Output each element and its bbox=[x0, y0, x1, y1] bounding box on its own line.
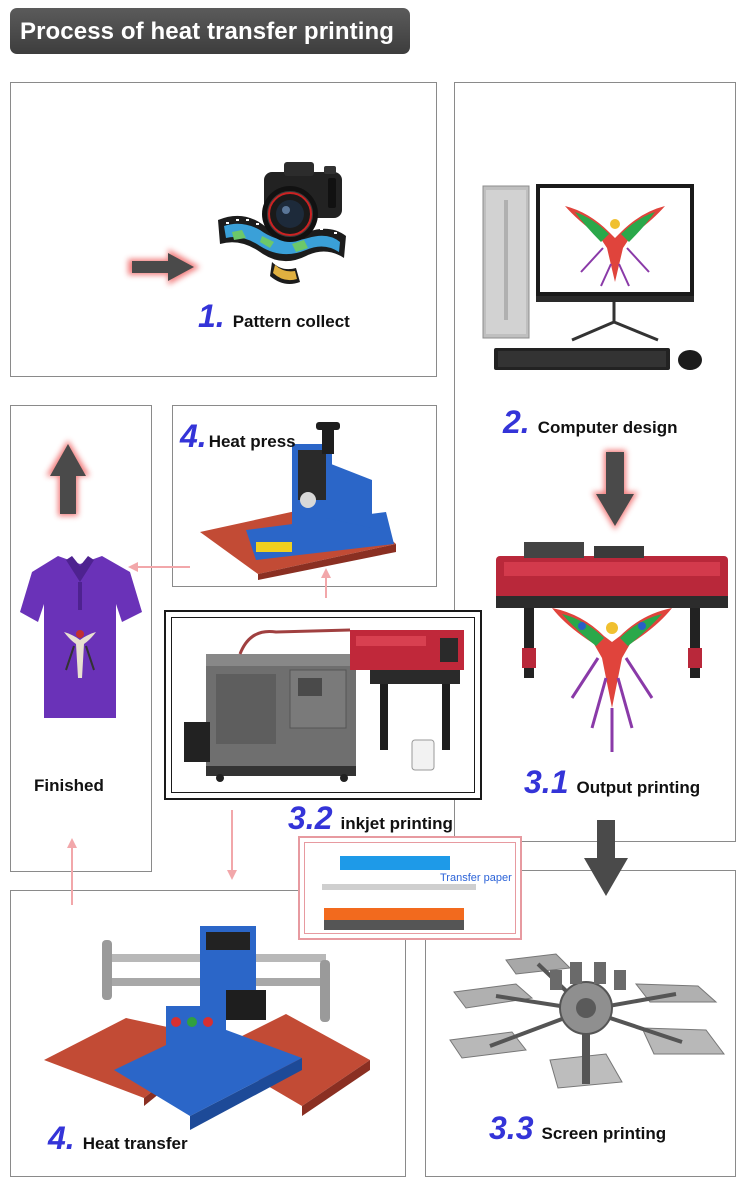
step-number: 3.2 bbox=[288, 800, 333, 836]
step-output-printing: 3.1 Output printing bbox=[524, 764, 700, 801]
heat-press-icon bbox=[200, 422, 396, 580]
red-arrow-down-icon bbox=[592, 450, 638, 530]
step-label: Screen printing bbox=[541, 1124, 667, 1143]
camera-icon bbox=[262, 162, 342, 242]
step-pattern-collect: 1. Pattern collect bbox=[198, 298, 350, 335]
step-label: Heat transfer bbox=[82, 1134, 188, 1153]
step-number: 3.1 bbox=[524, 764, 569, 800]
large-format-printer-icon bbox=[496, 542, 728, 752]
step-number: 4. bbox=[48, 1120, 75, 1156]
step-number: 4. bbox=[180, 418, 207, 454]
step-finished: Finished bbox=[34, 776, 104, 795]
step-number: 3.3 bbox=[489, 1110, 534, 1146]
step-computer-design: 2. Computer design bbox=[503, 404, 677, 441]
step-label: inkjet printing bbox=[340, 814, 453, 833]
red-arrow-up-icon bbox=[46, 440, 90, 516]
polo-shirt-icon bbox=[20, 556, 142, 718]
dark-arrow-down-icon bbox=[584, 820, 628, 896]
step-inkjet-printing: 3.2 inkjet printing bbox=[288, 800, 453, 837]
transfer-paper-label: Transfer paper bbox=[440, 872, 512, 884]
screen-printing-carousel-icon bbox=[449, 953, 725, 1089]
red-arrow-right-icon bbox=[128, 249, 200, 285]
step-label: Output printing bbox=[576, 778, 701, 797]
step-label: Heat press bbox=[208, 432, 296, 451]
page-title: Process of heat transfer printing bbox=[10, 8, 410, 54]
step-heat-transfer: 4. Heat transfer bbox=[48, 1120, 188, 1157]
step-label: Computer design bbox=[537, 418, 678, 437]
dtf-printer-icon bbox=[184, 628, 464, 782]
transfer-paper-box: Transfer paper bbox=[298, 836, 522, 940]
transfer-paper-layers-icon bbox=[322, 856, 476, 930]
step-number: 2. bbox=[503, 404, 530, 440]
heat-transfer-machine-icon bbox=[44, 926, 370, 1130]
step-screen-printing: 3.3 Screen printing bbox=[489, 1110, 666, 1147]
step-label: Pattern collect bbox=[232, 312, 350, 331]
step-heat-press: 4.Heat press bbox=[180, 418, 296, 455]
computer-icon bbox=[482, 184, 702, 370]
step-number: 1. bbox=[198, 298, 225, 334]
